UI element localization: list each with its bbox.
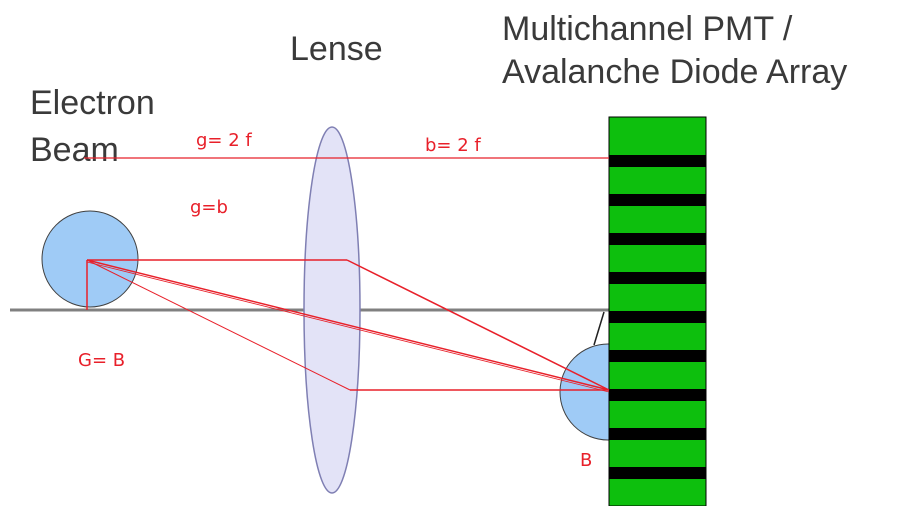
focal-ray-in: [86, 259, 351, 391]
electron-beam-circle: [41, 210, 139, 308]
equal-distance-label: g=b: [190, 197, 228, 218]
chief-ray-secondary: [86, 261, 610, 393]
beam-title-line2: Beam: [30, 131, 119, 169]
lens: [303, 126, 361, 494]
focal-ray-out: [346, 259, 610, 391]
object-distance-label: g= 2 f: [196, 130, 252, 151]
detector-array: [608, 116, 707, 506]
detector-black-segment: [609, 311, 706, 323]
detector-black-segment: [609, 194, 706, 206]
chief-ray: [86, 259, 610, 391]
detector-black-segment: [609, 350, 706, 362]
detector-black-segment: [609, 389, 706, 401]
detector-black-segment: [609, 233, 706, 245]
detector-title-line2: Avalanche Diode Array: [502, 53, 847, 91]
image-distance-label: b= 2 f: [425, 135, 481, 156]
image-height-marker: [593, 311, 605, 346]
image-size-label: B: [580, 450, 592, 471]
detector-title-line1: Multichannel PMT /: [502, 10, 793, 48]
beam-title-line1: Electron: [30, 84, 155, 122]
detector-segments: [609, 155, 706, 479]
lens-title: Lense: [290, 30, 383, 68]
object-size-label: G= B: [78, 350, 125, 371]
detector-black-segment: [609, 272, 706, 284]
detector-black-segment: [609, 467, 706, 479]
detector-black-segment: [609, 428, 706, 440]
ray-lines: [84, 157, 610, 393]
detector-black-segment: [609, 155, 706, 167]
